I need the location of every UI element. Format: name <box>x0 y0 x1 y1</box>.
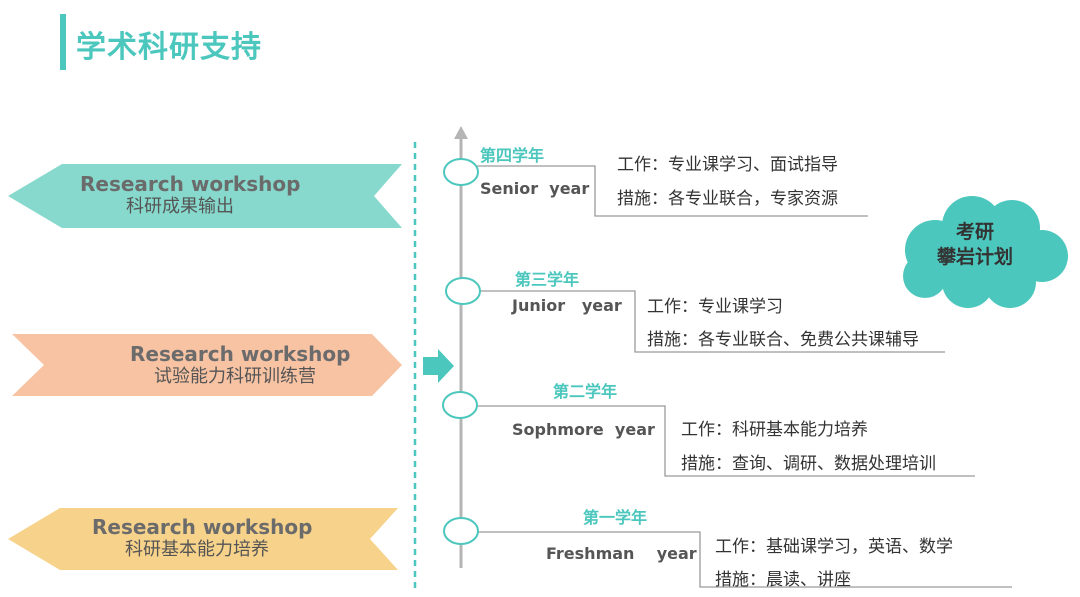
year-4-en: Senior year <box>480 179 590 198</box>
banner-2-cn: 试验能力科研训练营 <box>154 366 316 387</box>
year-1-measure: 措施：晨读、讲座 <box>715 570 851 590</box>
cloud-line-2: 攀岩计划 <box>936 245 1013 268</box>
banner-3: Research workshop 科研基本能力培养 <box>92 515 313 561</box>
year-3-work: 工作：专业课学习 <box>647 297 783 317</box>
timeline-arrowhead-icon <box>454 126 468 139</box>
year-2-en: Sophmore year <box>512 420 655 439</box>
banner-3-cn: 科研基本能力培养 <box>125 539 269 560</box>
banner-2-en: Research workshop <box>130 342 351 366</box>
title-accent-bar <box>60 14 66 70</box>
year-2-measure: 措施：查询、调研、数据处理培训 <box>681 454 936 474</box>
year-4-cn: 第四学年 <box>480 146 545 165</box>
year-4-work: 工作：专业课学习、面试指导 <box>617 155 838 175</box>
year-1-cn: 第一学年 <box>583 508 648 527</box>
banner-1: Research workshop 科研成果输出 <box>80 172 301 218</box>
year-3-en: Junior year <box>512 296 622 315</box>
year-3-measure: 措施：各专业联合、免费公共课辅导 <box>647 330 919 350</box>
banner-3-en: Research workshop <box>92 515 313 539</box>
year-1-en: Freshman year <box>546 544 697 563</box>
cloud-shape <box>903 196 1068 308</box>
banner-shape-3 <box>8 508 398 570</box>
banner-shape-1 <box>8 164 402 228</box>
year-3-cn: 第三学年 <box>515 270 580 289</box>
banner-shape-2 <box>12 334 402 396</box>
timeline-node-3 <box>445 277 481 305</box>
cloud-line-1: 考研 <box>955 221 994 243</box>
year-4-measure: 措施：各专业联合，专家资源 <box>617 189 838 209</box>
timeline-node-1 <box>443 517 479 545</box>
timeline-node-4 <box>443 158 479 186</box>
year-connector-2 <box>477 405 975 477</box>
banner-1-cn: 科研成果输出 <box>126 196 234 217</box>
page-title: 学术科研支持 <box>76 30 262 65</box>
year-1-work: 工作：基础课学习，英语、数学 <box>715 537 953 557</box>
year-2-cn: 第二学年 <box>553 382 618 401</box>
pointer-arrow-icon <box>423 349 454 383</box>
year-2-work: 工作：科研基本能力培养 <box>681 420 868 440</box>
year-connector-4 <box>477 165 868 217</box>
year-connector-3 <box>480 290 945 353</box>
timeline-node-2 <box>442 391 478 419</box>
year-connector-1 <box>478 531 1012 588</box>
banner-1-en: Research workshop <box>80 172 301 196</box>
cloud-label: 考研 攀岩计划 <box>900 220 1050 269</box>
banner-2: Research workshop 试验能力科研训练营 <box>130 342 351 388</box>
